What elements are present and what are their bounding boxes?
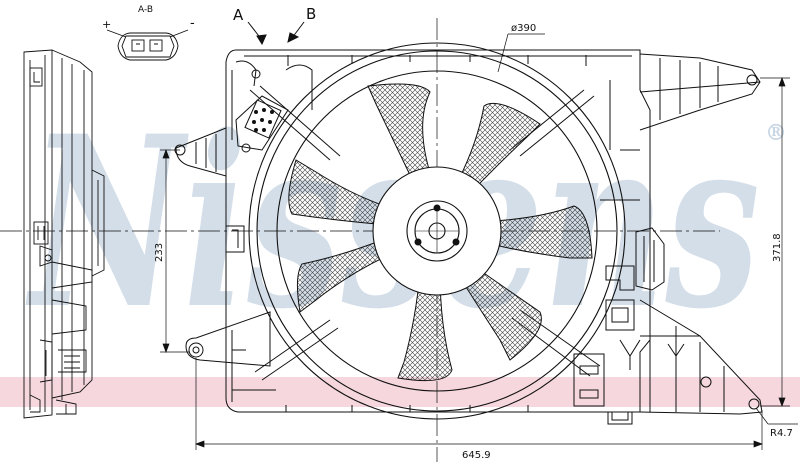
fan-hub: [372, 166, 502, 296]
fan-ring: [248, 42, 626, 420]
watermark-registered-mark: ®: [765, 120, 787, 146]
shroud-outline: [225, 49, 651, 413]
fan-shroud: [225, 49, 651, 413]
connector-title: A-B: [138, 5, 153, 15]
arrow-a-label: A: [233, 6, 244, 24]
fan-blade: [453, 261, 542, 361]
fan-blade: [473, 205, 593, 259]
motor-connector-socket: [235, 60, 289, 153]
bottom-clips: [573, 339, 685, 425]
electrical-connector: A-B + -: [102, 5, 195, 61]
fan-blade: [288, 159, 405, 227]
side-view: [23, 49, 105, 419]
hub-bolts: [414, 204, 460, 246]
fan-blade: [296, 231, 403, 313]
dimension-lines: [160, 33, 798, 450]
arrow-b-label: B: [306, 5, 316, 23]
fan-blade: [397, 271, 453, 382]
dimension-fan-diameter: ø390: [511, 23, 536, 34]
dimension-radius: R4.7: [770, 428, 793, 439]
mounting-bracket-bottom-left: [185, 311, 271, 367]
view-arrows: A B: [233, 5, 316, 46]
centerlines: [0, 18, 720, 462]
side-connector-block: [605, 227, 665, 331]
watermark-band: [0, 377, 800, 407]
connector-minus-label: -: [190, 16, 195, 31]
dimension-width-bottom: 645.9: [462, 450, 491, 461]
dimension-height-left: 233: [154, 243, 165, 262]
mounting-bracket-top-right: [639, 53, 761, 131]
dimension-height-right: 371.8: [772, 233, 783, 262]
connector-plus-label: +: [102, 18, 111, 31]
fan-blade: [367, 83, 439, 197]
